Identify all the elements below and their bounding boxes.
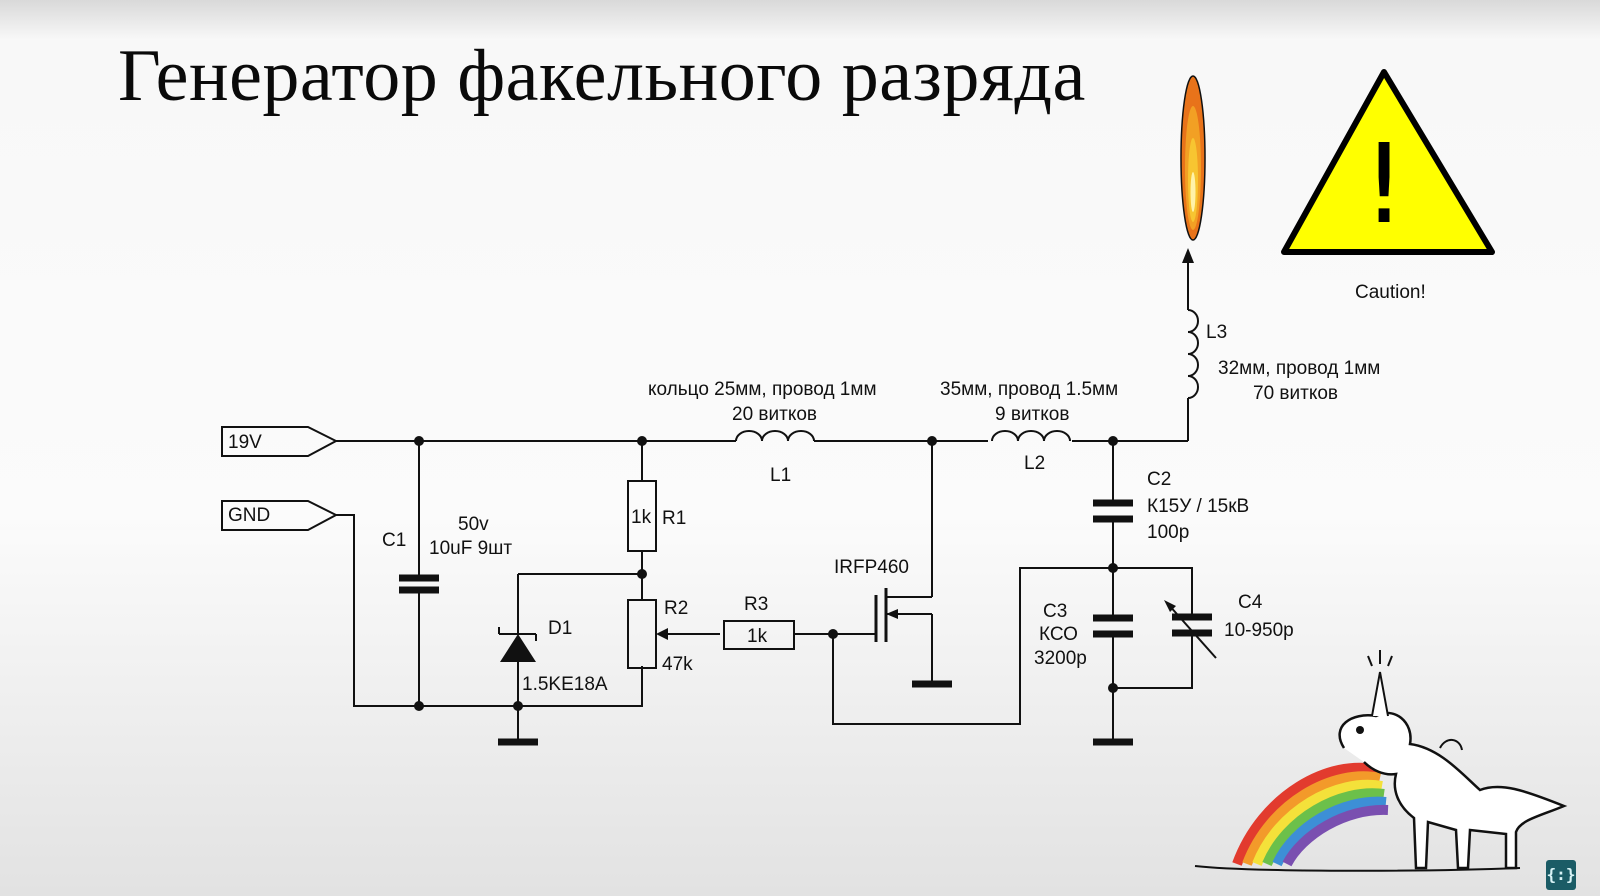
l2-ref: L2 [1024,453,1045,474]
r2-value: 47k [662,654,693,675]
c2-spec2: 100p [1147,522,1189,543]
port-gnd: GND [221,500,643,707]
unicorn-rainbow-illustration [1194,650,1568,872]
r1-ref: R1 [662,508,686,529]
c2-spec1: К15У / 15кВ [1147,496,1249,517]
junction-dots [414,436,1118,711]
r3-ref: R3 [744,594,768,615]
l1-spec2: 20 витков [732,404,817,425]
l3-spec1: 32мм, провод 1мм [1218,358,1380,379]
inductor-l1: L1 кольцо 25мм, провод 1мм 20 витков [648,379,877,486]
diode-d1: D1 1.5KE18A [498,574,608,746]
warning-triangle-icon: ! [1281,69,1495,255]
c1-spec1: 50v [458,514,489,535]
page-title: Генератор факельного разряда [118,35,1086,117]
port-19v-label: 19V [228,432,262,453]
l3-spec2: 70 витков [1253,383,1338,404]
capacitor-c2: C2 К15У / 15кВ 100p [1093,441,1249,618]
variable-capacitor-c4: C4 10-950p [1113,567,1294,689]
l3-ref: L3 [1206,322,1227,343]
feedback-wire [832,567,1113,725]
channel-logo-icon: {:} [1546,860,1576,890]
l2-spec2: 9 витков [995,404,1069,425]
c1-spec2: 10uF 9шт [429,538,512,559]
d1-value: 1.5KE18A [522,674,608,695]
c1-ref: C1 [382,530,406,551]
capacitor-c1: C1 50v 10uF 9шт [382,441,512,706]
c3-ref: C3 [1043,601,1067,622]
l2-spec1: 35мм, провод 1.5мм [940,379,1118,400]
c4-value: 10-950p [1224,620,1294,641]
r1-value: 1k [631,507,652,528]
flame-icon [1180,75,1206,241]
capacitor-c3: C3 КСО 3200p [1034,601,1133,746]
caution-label: Caution! [1355,282,1426,303]
inductor-l3: L3 32мм, провод 1мм 70 витков [1182,248,1380,404]
c4-ref: C4 [1238,592,1263,613]
resistor-r3: R3 1k [723,594,870,650]
l1-ref: L1 [770,465,791,486]
power-rail [336,398,1189,442]
l1-spec1: кольцо 25мм, провод 1мм [648,379,877,400]
c2-ref: C2 [1147,469,1171,490]
port-gnd-label: GND [228,505,270,526]
r2-ref: R2 [664,598,688,619]
c3-spec2: 3200p [1034,648,1087,669]
port-19v: 19V [221,426,339,457]
q1-ref: IRFP460 [834,557,909,578]
inductor-l2: L2 35мм, провод 1.5мм 9 витков [940,379,1118,474]
r3-value: 1k [747,626,768,647]
potentiometer-r2: R2 47k [518,573,720,675]
resistor-r1: 1k R1 [627,441,686,600]
mosfet-irfp460: IRFP460 [834,441,952,688]
c3-spec1: КСО [1039,624,1078,645]
warning-exclamation: ! [1362,120,1406,248]
d1-ref: D1 [548,618,572,639]
